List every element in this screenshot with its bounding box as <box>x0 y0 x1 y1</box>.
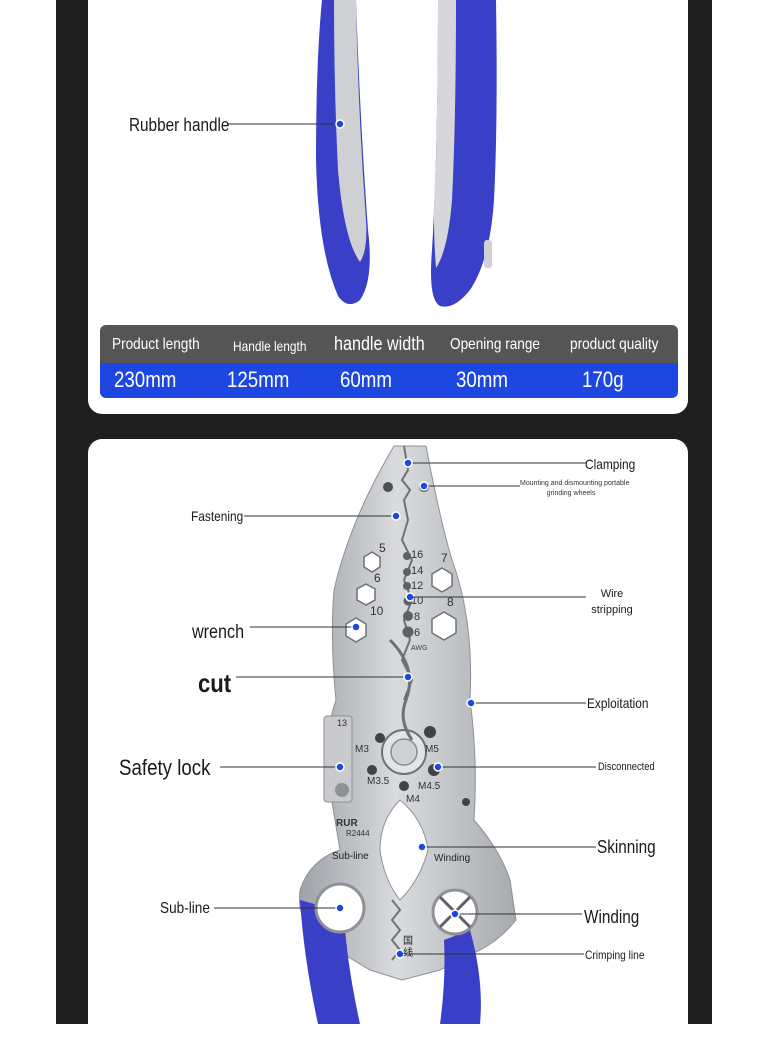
spec-value-handle-length: 125mm <box>227 367 290 392</box>
awg-16: 16 <box>411 549 424 561</box>
wire-stripping-line2: stripping <box>591 604 633 616</box>
spec-value-product-quality: 170g <box>582 367 624 392</box>
awg-6: 6 <box>414 627 421 639</box>
hex-size-6: 6 <box>374 571 381 585</box>
awg-8: 8 <box>414 611 421 623</box>
spec-value-opening-range: 30mm <box>456 367 508 392</box>
skinning-label: Skinning <box>597 837 656 857</box>
rubber-handle-label: Rubber handle <box>129 115 230 135</box>
spec-header-row: Product length Handle length handle widt… <box>100 325 678 363</box>
hex-size-10: 10 <box>370 604 384 618</box>
disconnected-label: Disconnected <box>598 761 655 773</box>
size-m3-5-mark: M3.5 <box>367 776 390 787</box>
safety-lock-label: Safety lock <box>119 755 211 780</box>
spec-header-handle-width: handle width <box>334 334 425 355</box>
size-13-mark: 13 <box>337 718 348 728</box>
size-m4-5-mark: M4.5 <box>418 781 441 792</box>
spec-table: Product length Handle length handle widt… <box>100 325 678 398</box>
left-frame-border <box>56 0 88 1024</box>
spec-header-product-length: Product length <box>112 336 200 353</box>
fastening-label: Fastening <box>191 508 244 524</box>
awg-10: 10 <box>411 595 424 607</box>
spec-value-product-length: 230mm <box>114 367 177 392</box>
spec-header-product-quality: product quality <box>570 336 659 353</box>
awg-mark: AWG <box>411 645 428 652</box>
size-m5-mark: M5 <box>425 744 439 755</box>
engraved-guo-xian: 国线 <box>403 936 413 959</box>
size-m3-mark: M3 <box>355 744 369 755</box>
awg-12: 12 <box>411 580 424 592</box>
hex-size-5: 5 <box>379 541 386 555</box>
mounting-label: Mounting and dismounting portable grindi… <box>520 479 629 499</box>
wrench-label: wrench <box>192 622 245 643</box>
hex-size-7: 7 <box>441 551 448 565</box>
spec-value-handle-width: 60mm <box>340 367 392 392</box>
awg-14: 14 <box>411 565 424 577</box>
wire-stripping-line1: Wire <box>600 588 624 600</box>
wire-stripping-label: Wire stripping <box>586 586 638 618</box>
hex-size-8: 8 <box>447 595 454 609</box>
brand-logo: RUR <box>336 818 358 829</box>
pliers-head-illustration <box>214 445 596 1024</box>
sub-line-label: Sub-line <box>160 900 210 917</box>
crimping-line-label: Crimping line <box>585 948 645 962</box>
mounting-label-line2: grinding wheels <box>546 490 596 497</box>
clamping-label: Clamping <box>585 456 636 472</box>
spec-value-row: 230mm 125mm 60mm 30mm 170g <box>100 363 678 398</box>
cut-label: cut <box>198 668 232 698</box>
pliers-handles-illustration <box>228 0 497 307</box>
mounting-label-line1: Mounting and dismounting portable <box>520 480 630 487</box>
engraved-sub-line: Sub-line <box>332 851 369 862</box>
engraved-winding: Winding <box>434 853 471 864</box>
spec-header-opening-range: Opening range <box>450 336 540 353</box>
spec-header-handle-length: Handle length <box>233 338 307 354</box>
winding-label: Winding <box>584 907 640 927</box>
exploitation-label: Exploitation <box>587 695 649 711</box>
size-m4-mark: M4 <box>406 794 420 805</box>
model-number: R2444 <box>346 829 370 838</box>
